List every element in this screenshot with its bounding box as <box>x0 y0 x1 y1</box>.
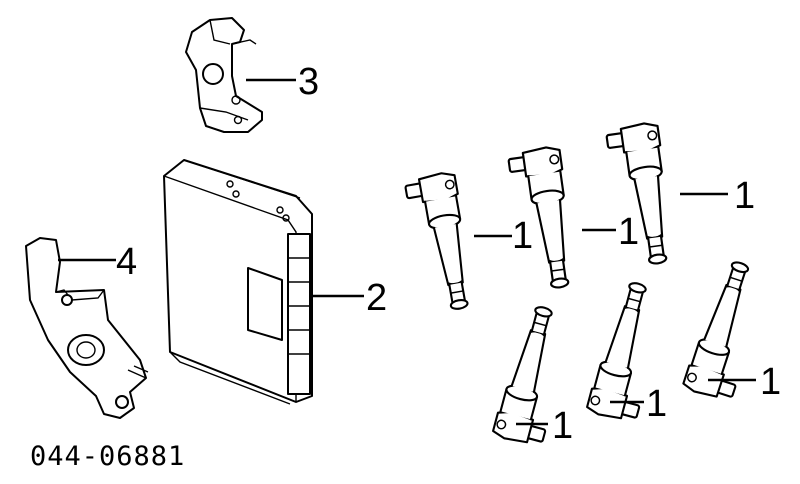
callout-coil-lower-3: 1 <box>760 361 781 403</box>
callout-ecu: 2 <box>366 277 387 319</box>
diagram-code: 044-06881 <box>30 441 185 472</box>
callout-coil-upper-3: 1 <box>734 175 755 217</box>
callout-bracket-left: 4 <box>116 241 137 283</box>
callout-coil-upper-2: 1 <box>618 211 639 253</box>
callout-coil-upper-1: 1 <box>512 215 533 257</box>
ecu-module <box>163 159 313 405</box>
ignition-coil-lower-3 <box>681 256 774 405</box>
ignition-coil-upper-1 <box>403 170 479 316</box>
bracket-left <box>25 237 149 419</box>
callout-coil-lower-1: 1 <box>552 405 573 447</box>
callout-coil-lower-2: 1 <box>646 383 667 425</box>
ignition-coil-upper-3 <box>604 120 678 270</box>
bracket-top <box>185 17 263 133</box>
callout-bracket-top: 3 <box>298 61 319 103</box>
